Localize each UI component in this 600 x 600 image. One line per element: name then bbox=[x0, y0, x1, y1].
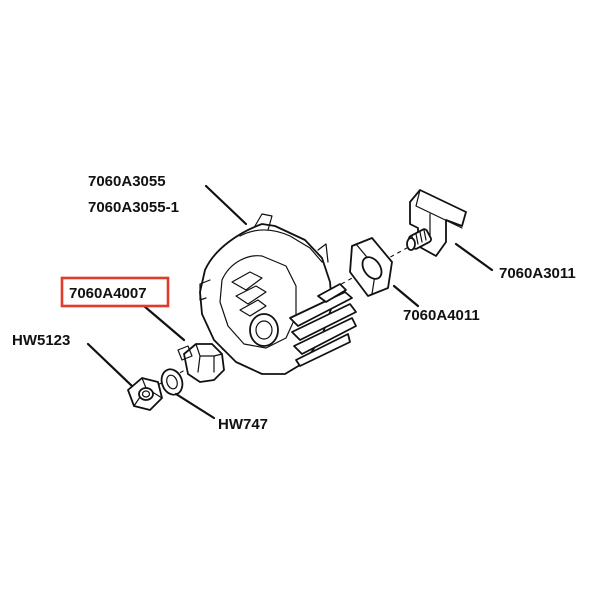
label-clip-part-number: 7060A3011 bbox=[499, 265, 576, 282]
leader-line-gasket bbox=[392, 284, 420, 308]
housing-part bbox=[199, 213, 357, 375]
label-housing-variant-part-number: 7060A3055-1 bbox=[88, 199, 179, 216]
leader-line-clip bbox=[454, 242, 494, 272]
label-nut-part-number: HW5123 bbox=[12, 332, 70, 349]
leader-line-nut bbox=[86, 342, 134, 388]
label-washer-part-number: HW747 bbox=[218, 416, 268, 433]
hex-nut-part bbox=[127, 377, 163, 411]
leader-line-bushing bbox=[142, 304, 186, 342]
label-bushing-part-number: 7060A4007 bbox=[69, 285, 147, 302]
bushing-part bbox=[177, 343, 225, 383]
leader-line-housing bbox=[204, 184, 248, 226]
leader-line-washer bbox=[174, 392, 216, 420]
gasket-part bbox=[349, 237, 393, 297]
highlight-box-7060A4007 bbox=[60, 276, 170, 308]
label-housing-part-number: 7060A3055 bbox=[88, 173, 166, 190]
washer-part bbox=[160, 368, 184, 396]
label-gasket-part-number: 7060A4011 bbox=[403, 307, 480, 324]
clip-part bbox=[406, 189, 467, 257]
